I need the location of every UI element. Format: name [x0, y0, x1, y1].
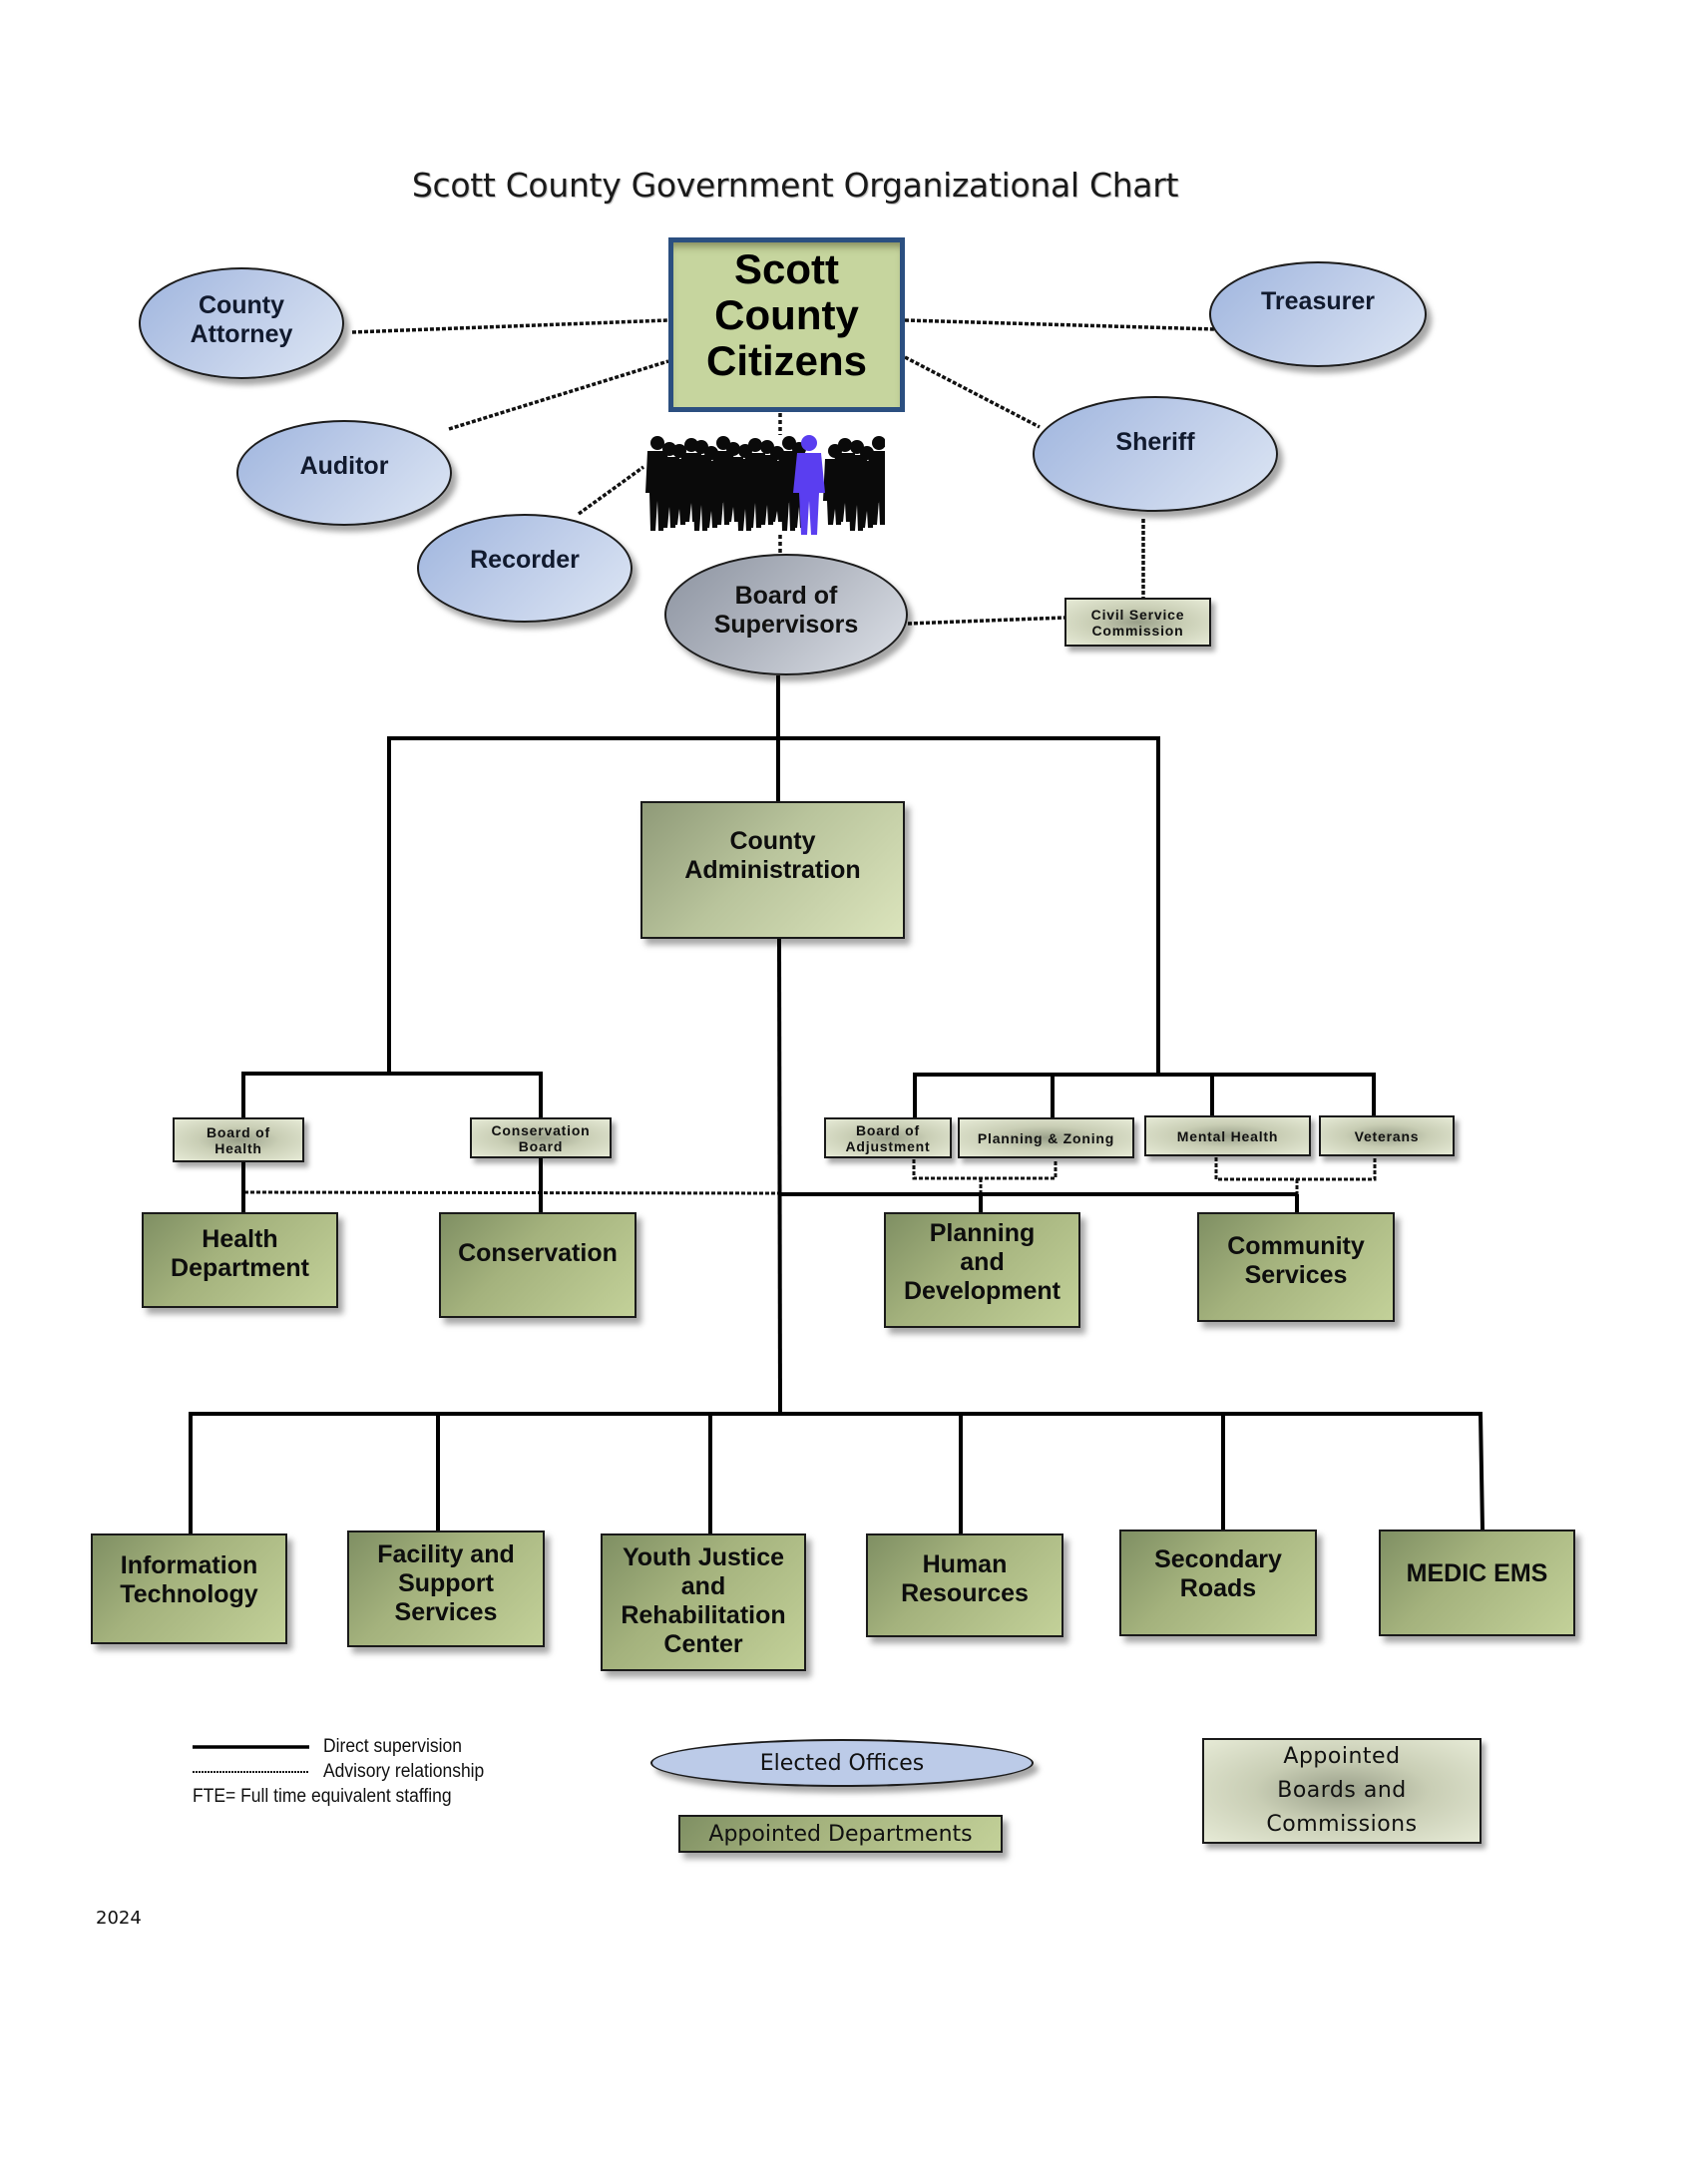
advisory-line-auditor: [448, 359, 669, 431]
legend-appointed-boards: Appointed Boards and Commissions: [1202, 1738, 1482, 1844]
advisory-line-health-center: [243, 1190, 779, 1195]
sheriff-label: Sheriff: [1115, 427, 1195, 456]
planning-zoning-board: Planning & Zoning: [958, 1117, 1134, 1158]
legend-appointed-departments: Appointed Departments: [678, 1815, 1003, 1853]
legend-advisory-relationship: Advisory relationship: [323, 1761, 485, 1782]
citizens-label: Scott County Citizens: [705, 245, 868, 384]
county-administration-label: County Administration: [684, 827, 861, 884]
legend-elected-offices-label: Elected Offices: [759, 1750, 925, 1776]
board-of-supervisors-label: Board of Supervisors: [713, 582, 859, 639]
highlighted-person-icon: [793, 435, 825, 535]
advisory-line-mental-veterans: [1214, 1157, 1377, 1181]
person-head-icon: [872, 436, 885, 450]
legend-direct-supervision: Direct supervision: [323, 1736, 462, 1757]
citizens-crowd-icon: [645, 435, 885, 535]
board-of-supervisors: Board of Supervisors: [664, 554, 908, 675]
treasurer-label: Treasurer: [1261, 286, 1375, 315]
civil-service-commission-label: Civil Service Commission: [1090, 606, 1185, 639]
legend-appointed-boards-label: Appointed Boards and Commissions: [1266, 1744, 1418, 1837]
elected-office-recorder: Recorder: [417, 514, 633, 623]
veterans-board: Veterans: [1319, 1115, 1455, 1156]
elected-office-auditor: Auditor: [236, 420, 452, 526]
legend-elected-offices: Elected Offices: [650, 1739, 1034, 1787]
advisory-line-sheriff: [904, 355, 1041, 429]
person-head-icon: [748, 438, 762, 452]
advisory-line-adjustment-zoning: [912, 1159, 1058, 1180]
person-silhouette-icon: [867, 451, 885, 525]
person-head-icon: [838, 438, 852, 452]
advisory-line-recorder: [577, 465, 645, 516]
person-head-icon: [650, 436, 664, 450]
supervision-lines: [189, 675, 1484, 1533]
elected-office-sheriff: Sheriff: [1033, 396, 1278, 512]
medic-ems-department: MEDIC EMS: [1379, 1529, 1575, 1636]
elected-office-treasurer: Treasurer: [1209, 261, 1427, 367]
veterans-label: Veterans: [1354, 1127, 1420, 1144]
conservation-label: Conservation: [458, 1239, 618, 1267]
scott-county-citizens-box: Scott County Citizens: [668, 237, 905, 412]
advisory-line-county-attorney: [351, 318, 669, 334]
medic-ems-label: MEDIC EMS: [1406, 1559, 1548, 1587]
auditor-label: Auditor: [299, 451, 389, 480]
legend-appointed-departments-label: Appointed Departments: [708, 1821, 973, 1847]
advisory-line-treasurer: [904, 318, 1216, 331]
conservation-department: Conservation: [439, 1212, 636, 1318]
advisory-lines: [243, 318, 1377, 1195]
person-head-icon: [726, 442, 740, 456]
planning-zoning-label: Planning & Zoning: [977, 1129, 1115, 1146]
advisory-line-board-civil: [907, 616, 1065, 626]
recorder-label: Recorder: [470, 546, 580, 574]
mental-health-board: Mental Health: [1144, 1115, 1311, 1156]
year-label: 2024: [96, 1908, 142, 1929]
mental-health-label: Mental Health: [1176, 1127, 1279, 1144]
legend-fte-note: FTE= Full time equivalent staffing: [193, 1786, 452, 1807]
chart-title: Scott County Government Organizational C…: [411, 166, 1179, 205]
civil-service-commission: Civil Service Commission: [1064, 598, 1211, 647]
county-administration: County Administration: [640, 801, 905, 939]
